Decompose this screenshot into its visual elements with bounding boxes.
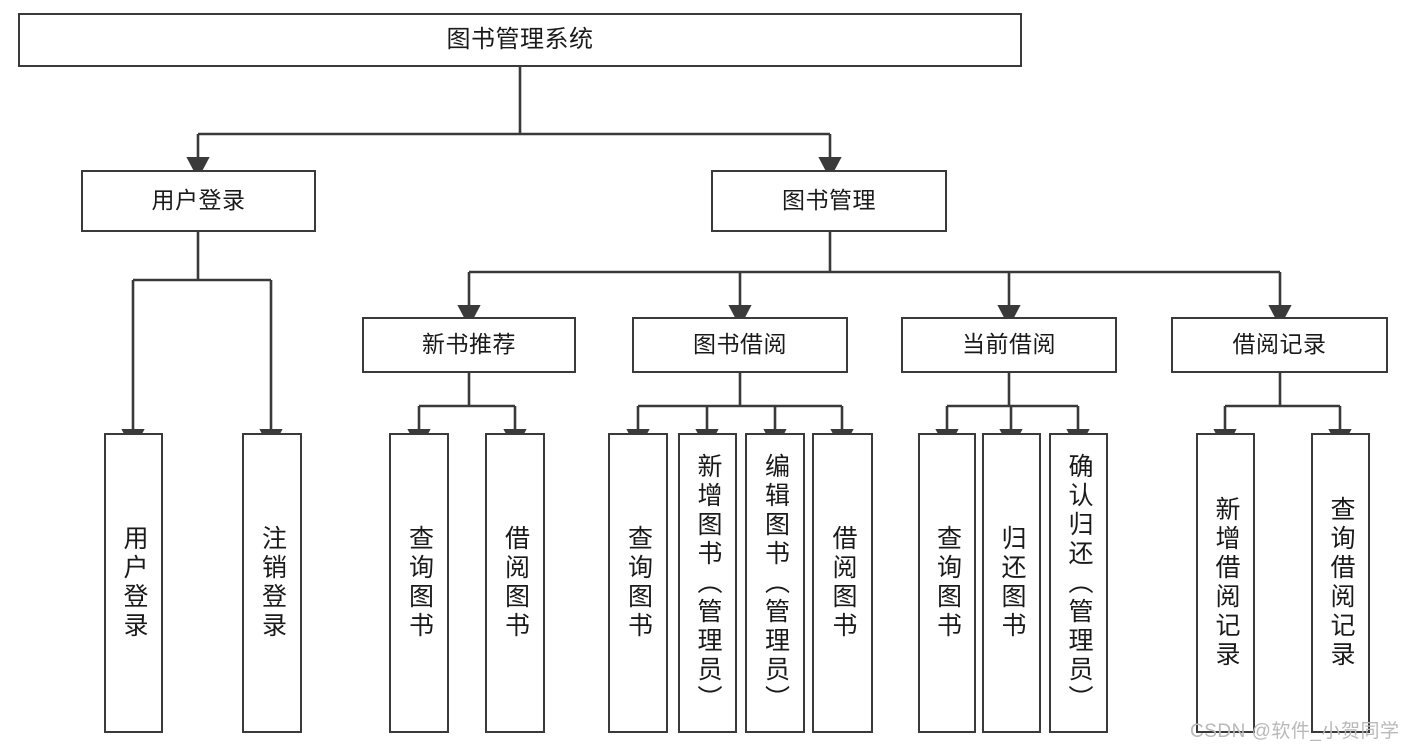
node-new-book-recommend[interactable]: 新书推荐 bbox=[362, 317, 576, 373]
node-current-borrow[interactable]: 当前借阅 bbox=[901, 317, 1117, 373]
leaf-new-book-query-label: 查询图书 bbox=[405, 525, 434, 641]
leaf-book-borrow-lend[interactable]: 借阅图书 bbox=[812, 433, 873, 733]
node-borrow-record-label: 借阅记录 bbox=[1232, 331, 1327, 358]
leaf-borrow-record-query-label: 查询借阅记录 bbox=[1327, 496, 1355, 670]
leaf-current-borrow-query-label: 查询图书 bbox=[933, 525, 962, 641]
node-book-manage[interactable]: 图书管理 bbox=[711, 170, 947, 232]
leaf-current-borrow-return-label: 归还图书 bbox=[998, 525, 1026, 641]
leaf-borrow-record-add-label: 新增借阅记录 bbox=[1212, 496, 1240, 670]
leaf-new-book-borrow[interactable]: 借阅图书 bbox=[485, 433, 545, 733]
leaf-book-borrow-add-label: 新增图书（管理员） bbox=[694, 452, 722, 714]
node-new-book-recommend-label: 新书推荐 bbox=[422, 331, 516, 358]
node-book-borrow[interactable]: 图书借阅 bbox=[632, 317, 848, 373]
leaf-book-borrow-edit[interactable]: 编辑图书（管理员） bbox=[745, 433, 805, 733]
node-user-login-label: 用户登录 bbox=[151, 187, 246, 214]
node-book-borrow-label: 图书借阅 bbox=[693, 331, 787, 358]
leaf-current-borrow-confirm-label: 确认归还（管理员） bbox=[1065, 452, 1093, 714]
leaf-user-login-signin[interactable]: 用户登录 bbox=[104, 433, 163, 733]
leaf-user-login-signout-label: 注销登录 bbox=[258, 525, 287, 641]
leaf-borrow-record-query[interactable]: 查询借阅记录 bbox=[1311, 433, 1370, 733]
leaf-current-borrow-query[interactable]: 查询图书 bbox=[918, 433, 976, 733]
node-book-manage-label: 图书管理 bbox=[782, 187, 876, 214]
leaf-book-borrow-query-label: 查询图书 bbox=[624, 525, 653, 641]
node-root[interactable]: 图书管理系统 bbox=[18, 13, 1022, 67]
csdn-watermark: CSDN @软件_小贺同学 bbox=[1190, 721, 1400, 742]
node-current-borrow-label: 当前借阅 bbox=[962, 331, 1056, 358]
leaf-current-borrow-return[interactable]: 归还图书 bbox=[982, 433, 1041, 733]
leaf-user-login-signin-label: 用户登录 bbox=[120, 525, 148, 641]
leaf-new-book-query[interactable]: 查询图书 bbox=[389, 433, 449, 733]
node-user-login[interactable]: 用户登录 bbox=[81, 170, 316, 232]
leaf-book-borrow-edit-label: 编辑图书（管理员） bbox=[761, 452, 790, 714]
node-root-label: 图书管理系统 bbox=[446, 25, 594, 53]
leaf-book-borrow-add[interactable]: 新增图书（管理员） bbox=[678, 433, 737, 733]
leaf-user-login-signout[interactable]: 注销登录 bbox=[242, 433, 302, 733]
leaf-current-borrow-confirm[interactable]: 确认归还（管理员） bbox=[1049, 433, 1108, 733]
leaf-book-borrow-lend-label: 借阅图书 bbox=[829, 525, 857, 641]
leaf-book-borrow-query[interactable]: 查询图书 bbox=[608, 433, 668, 733]
node-borrow-record[interactable]: 借阅记录 bbox=[1171, 317, 1388, 373]
leaf-new-book-borrow-label: 借阅图书 bbox=[501, 525, 530, 641]
leaf-borrow-record-add[interactable]: 新增借阅记录 bbox=[1196, 433, 1255, 733]
